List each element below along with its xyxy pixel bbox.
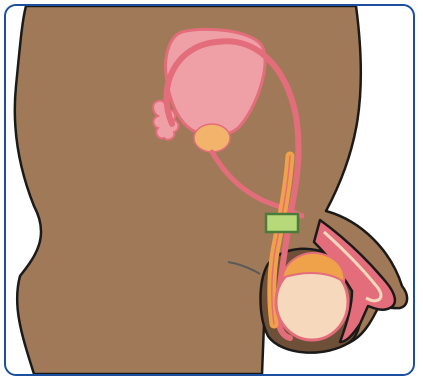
anatomy-diagram [6, 6, 413, 374]
vasectomy-clamp [266, 214, 298, 232]
illustration-frame [4, 4, 415, 376]
prostate [194, 124, 230, 152]
